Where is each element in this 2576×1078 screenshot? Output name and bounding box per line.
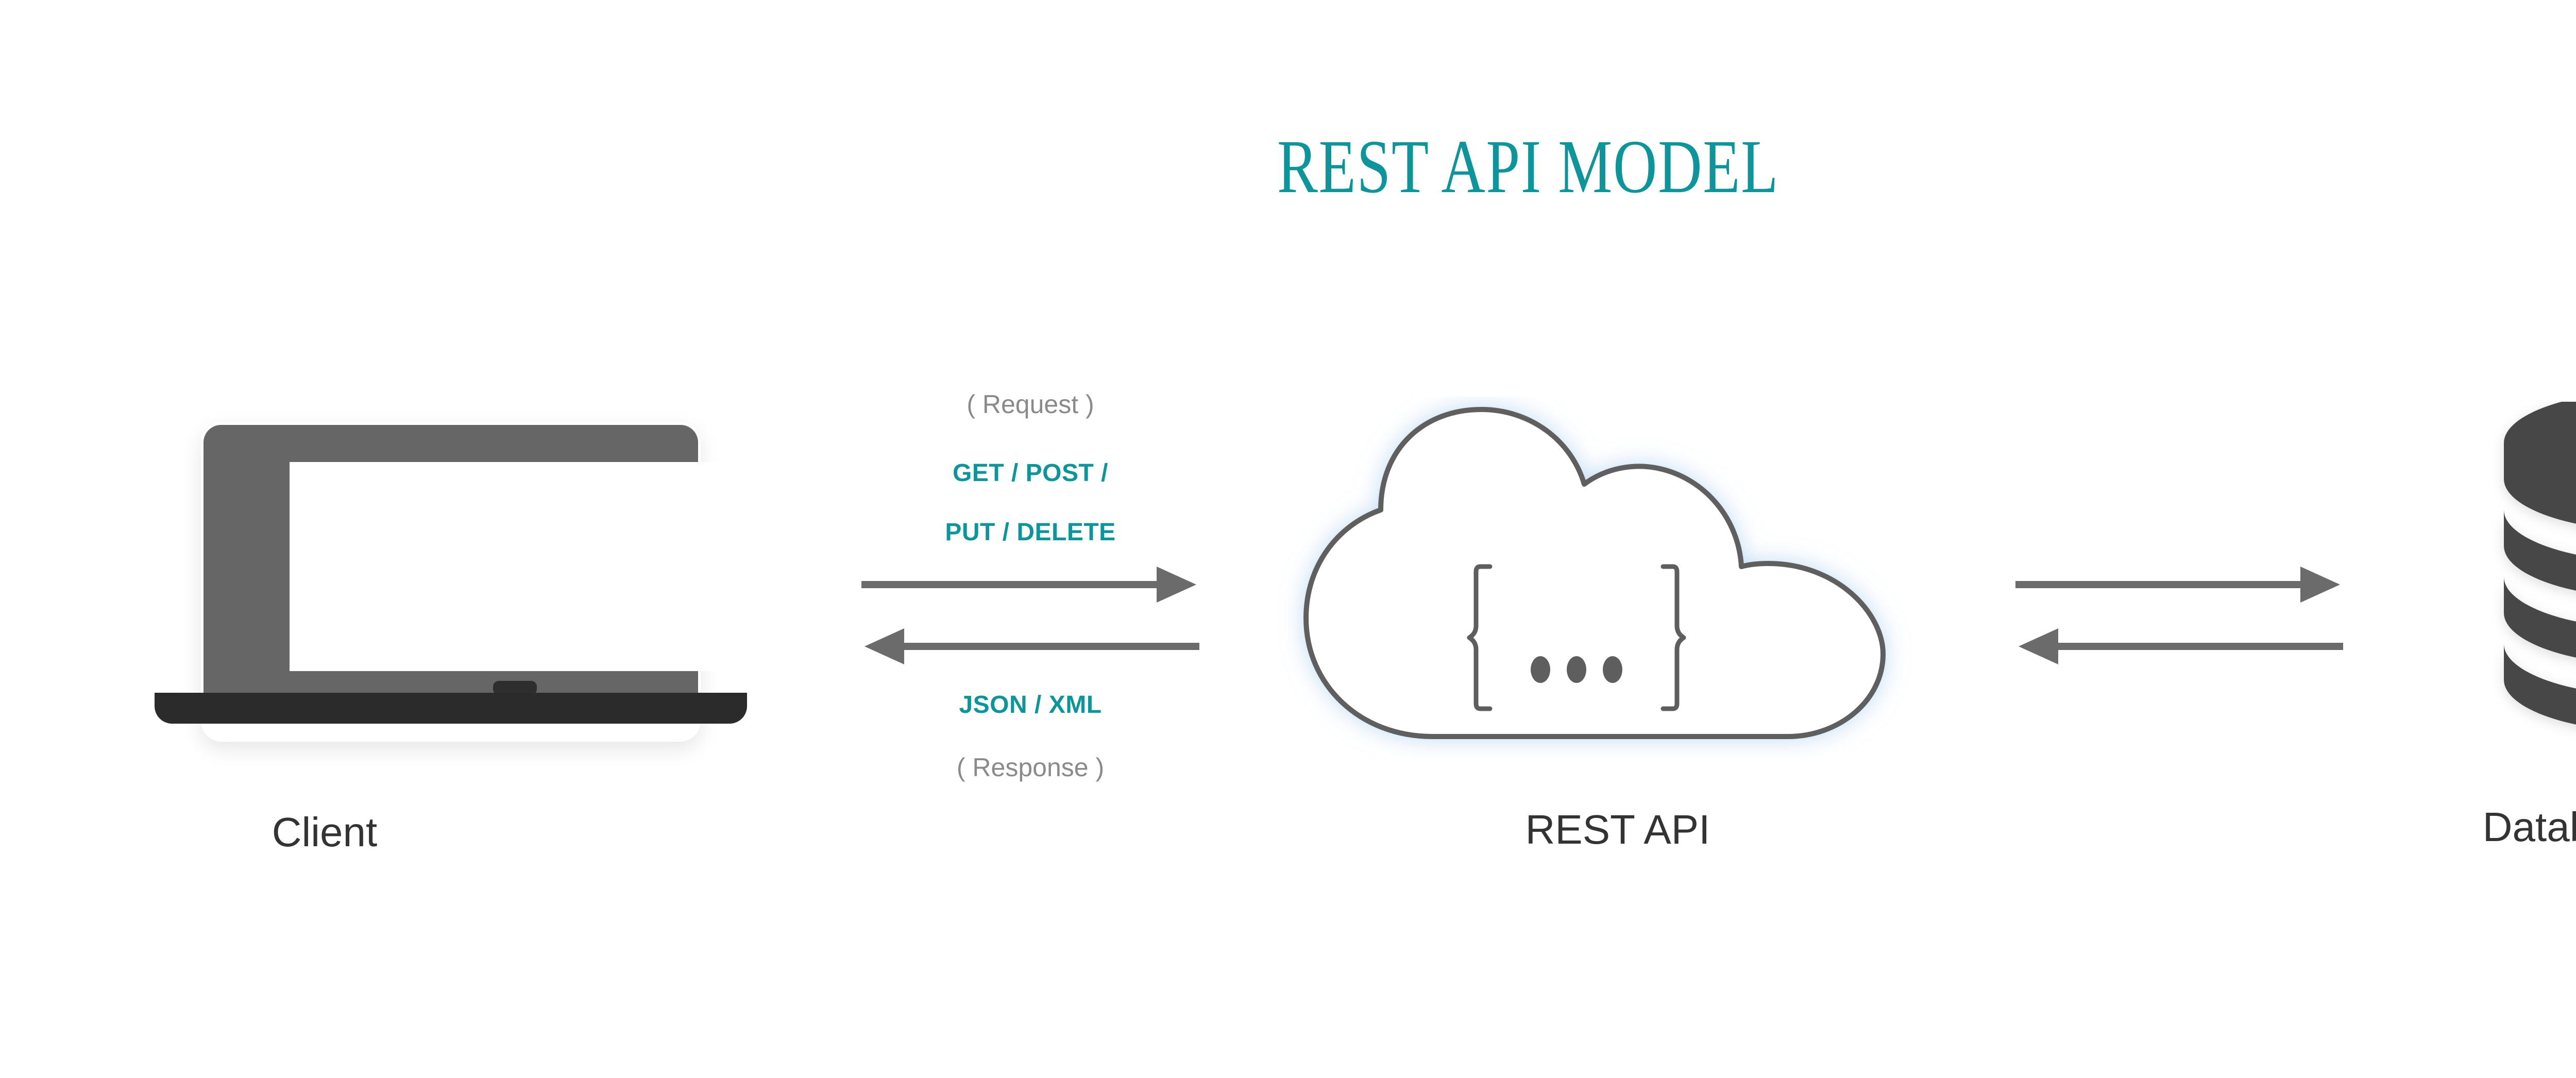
node-client bbox=[139, 412, 757, 773]
database-disk-2 bbox=[2504, 510, 2576, 591]
arrow-db-read-left bbox=[2019, 628, 2343, 664]
node-label-database: Database bbox=[2482, 804, 2576, 850]
laptop-notch-icon bbox=[493, 681, 537, 695]
database-disk-3 bbox=[2504, 577, 2576, 658]
arrows-api-database bbox=[2009, 561, 2360, 680]
arrow-request-right bbox=[861, 567, 1196, 603]
cloud-shape bbox=[1303, 407, 1886, 739]
node-label-client: Client bbox=[272, 809, 378, 855]
node-rest-api bbox=[1278, 397, 1958, 767]
request-methods-line-1: GET / POST / bbox=[952, 459, 1109, 487]
cloud-icon bbox=[1278, 397, 1958, 757]
database-cylinder-icon bbox=[2488, 402, 2576, 742]
database-disk-1 bbox=[2504, 402, 2576, 524]
laptop-screen bbox=[290, 462, 741, 671]
node-label-rest-api: REST API bbox=[1525, 807, 1710, 852]
laptop-base bbox=[155, 693, 747, 724]
left-brace-icon bbox=[1467, 564, 1493, 711]
arrows-client-api bbox=[855, 561, 1206, 680]
response-formats: JSON / XML bbox=[959, 691, 1102, 718]
node-database bbox=[2488, 402, 2576, 762]
database-disk-4 bbox=[2504, 644, 2576, 725]
ellipsis-dot-3 bbox=[1603, 656, 1622, 683]
ellipsis-dot-2 bbox=[1567, 656, 1586, 683]
laptop-icon bbox=[204, 425, 741, 718]
right-brace-icon bbox=[1660, 564, 1686, 711]
request-caption: ( Request ) bbox=[967, 390, 1094, 419]
request-methods-line-2: PUT / DELETE bbox=[945, 519, 1116, 546]
page-title: REST API MODEL bbox=[1277, 125, 1780, 209]
ellipsis-dot-1 bbox=[1531, 656, 1550, 683]
arrow-response-left bbox=[865, 628, 1199, 664]
response-caption: ( Response ) bbox=[956, 753, 1105, 782]
arrow-db-write-right bbox=[2015, 567, 2340, 603]
